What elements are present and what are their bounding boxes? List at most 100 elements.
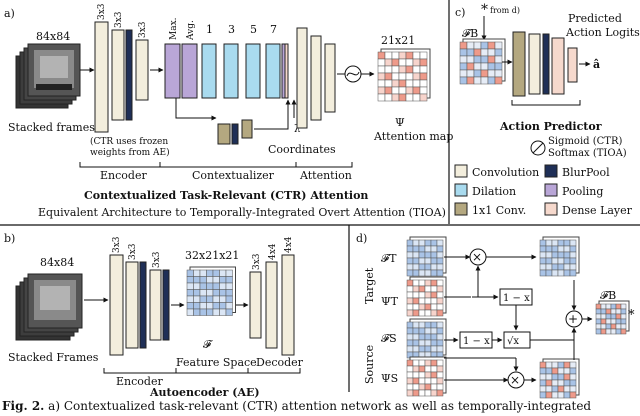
- d-source: Source: [363, 345, 376, 384]
- c-1x1-conv: [512, 31, 526, 97]
- weighted-target-grid: [539, 236, 580, 277]
- attention-conv-3: [324, 43, 336, 113]
- figure-caption: Fig. 2. a) Contextualized task-relevant …: [0, 396, 640, 416]
- d-target: Target: [363, 267, 376, 304]
- feature-space-grid: [186, 266, 236, 316]
- c-pred-1: Predicted: [568, 12, 622, 25]
- b-kernel-1: 3x3: [112, 236, 122, 253]
- d-times-top: ×: [472, 250, 482, 264]
- caption-fig-label: Fig. 2.: [2, 399, 45, 413]
- c-sig-1: Sigmoid (CTR): [548, 136, 622, 147]
- dilation-5: [245, 43, 261, 99]
- panel-a-tag: a): [4, 7, 15, 20]
- branch-blurpool: [231, 123, 239, 145]
- panel-a-title: Contextualized Task-Relevant (CTR) Atten…: [84, 189, 368, 202]
- legend-swatch-dense: [544, 202, 558, 216]
- attention-map-grid: [377, 48, 431, 102]
- d-times-bottom: ×: [510, 373, 520, 387]
- panel-d: d) 𝓕T ΨT 𝓕S ΨS Target Source × 1 − x √x: [356, 232, 635, 399]
- b-kernel-6: 4x4: [284, 236, 294, 253]
- a-dil-3: 3: [228, 23, 235, 36]
- dilation-1: [201, 43, 217, 99]
- panel-c: c) * from d) 𝓕B Predicted Action Logits …: [454, 2, 640, 217]
- a-out-label: Attention map: [373, 130, 453, 143]
- legend-swatch-convolution: [454, 164, 468, 178]
- d-fb: 𝓕B: [600, 289, 616, 302]
- ft-grid: [406, 236, 447, 277]
- attention-conv-1: [296, 27, 308, 129]
- ae-conv-1: [109, 254, 124, 356]
- psit-grid: [406, 276, 447, 317]
- panel-a: a) 84x84 Stacked frames 3x3 3x3 3x3 Max.…: [4, 3, 453, 219]
- a-kernel-1: 3x3: [97, 3, 107, 20]
- d-omx-2: 1 − x: [463, 336, 490, 347]
- a-kernel-3: 3x3: [138, 21, 148, 38]
- dilation-7: [265, 43, 281, 99]
- encoder-conv-2: [111, 29, 125, 121]
- d-psit: ΨT: [381, 295, 399, 308]
- legend-swatch-dilation: [454, 183, 468, 197]
- caption-text: a) Contextualized task-relevant (CTR) at…: [44, 399, 592, 413]
- encoder-conv-1: [94, 21, 109, 133]
- avg-pool-block: [181, 43, 198, 99]
- ae-blurpool-2: [162, 269, 170, 341]
- a-sec-contextualizer: Contextualizer: [192, 169, 275, 182]
- panel-a-subtitle: Equivalent Architecture to Temporally-In…: [38, 206, 446, 219]
- dilation-3: [223, 43, 239, 99]
- ae-conv-2: [125, 261, 139, 349]
- legend-swatch-blurpool: [544, 164, 558, 178]
- d-psis: ΨS: [381, 372, 398, 385]
- max-pool-block: [164, 43, 181, 99]
- c-pred-2: Action Logits: [565, 26, 640, 39]
- c-star: *: [481, 2, 488, 18]
- b-feat-symbol: 𝓕: [203, 338, 213, 351]
- a-sec-attention: Attention: [299, 169, 352, 182]
- d-fs: 𝓕S: [381, 332, 397, 345]
- c-star-from: from d): [490, 6, 520, 15]
- branch-1x1-conv: [217, 123, 231, 145]
- d-plus: +: [568, 312, 578, 326]
- a-coordinates: Coordinates: [268, 143, 336, 156]
- d-ft: 𝓕T: [381, 252, 397, 265]
- c-sig-2: Softmax (TIOA): [548, 148, 627, 159]
- a-frozen-2: weights from AE): [90, 147, 170, 158]
- panel-c-title: Action Predictor: [499, 120, 602, 133]
- c-ahat: â: [593, 58, 600, 71]
- ae-conv-3: [149, 269, 162, 341]
- a-frozen-1: (CTR uses frozen: [90, 136, 168, 147]
- encoder-conv-3: [135, 39, 149, 101]
- a-dil-5: 5: [250, 23, 257, 36]
- b-sec-encoder: Encoder: [116, 375, 163, 388]
- b-sec-feature: Feature Space: [176, 356, 257, 369]
- legend-label-dilation: Dilation: [472, 185, 516, 198]
- ae-blurpool-1: [139, 261, 147, 349]
- a-sec-encoder: Encoder: [100, 169, 147, 182]
- legend-label-pooling: Pooling: [562, 185, 603, 198]
- legend-label-1x1-conv: 1x1 Conv.: [472, 204, 526, 217]
- stacked-frames-b: [15, 273, 83, 341]
- fb-grid-d: [595, 300, 630, 335]
- panel-b-title: Autoencoder (AE): [149, 386, 260, 399]
- fs-grid: [406, 318, 447, 359]
- c-dense-1: [551, 37, 565, 95]
- weighted-source-grid: [539, 358, 580, 399]
- b-kernel-3: 3x3: [152, 251, 162, 268]
- c-blurpool: [542, 33, 550, 95]
- legend-label-blurpool: BlurPool: [562, 166, 610, 179]
- b-kernel-2: 3x3: [128, 243, 138, 260]
- panel-a-input-label: Stacked frames: [8, 121, 95, 134]
- panel-c-tag: c): [455, 6, 465, 19]
- d-omx-1: 1 − x: [503, 293, 530, 304]
- stacked-frames-a: [15, 43, 81, 109]
- a-pool-avg: Avg.: [186, 20, 196, 41]
- legend-swatch-1x1-conv: [454, 202, 468, 216]
- d-sqrt: √x: [507, 336, 519, 347]
- ae-dec-conv-1: [249, 271, 262, 339]
- a-lambda: λ: [294, 124, 301, 135]
- legend-swatch-pooling: [544, 183, 558, 197]
- b-kernel-5: 4x4: [268, 243, 278, 260]
- attention-conv-2: [310, 35, 322, 121]
- panel-b-input-label: Stacked Frames: [8, 351, 99, 364]
- d-star: *: [628, 308, 635, 323]
